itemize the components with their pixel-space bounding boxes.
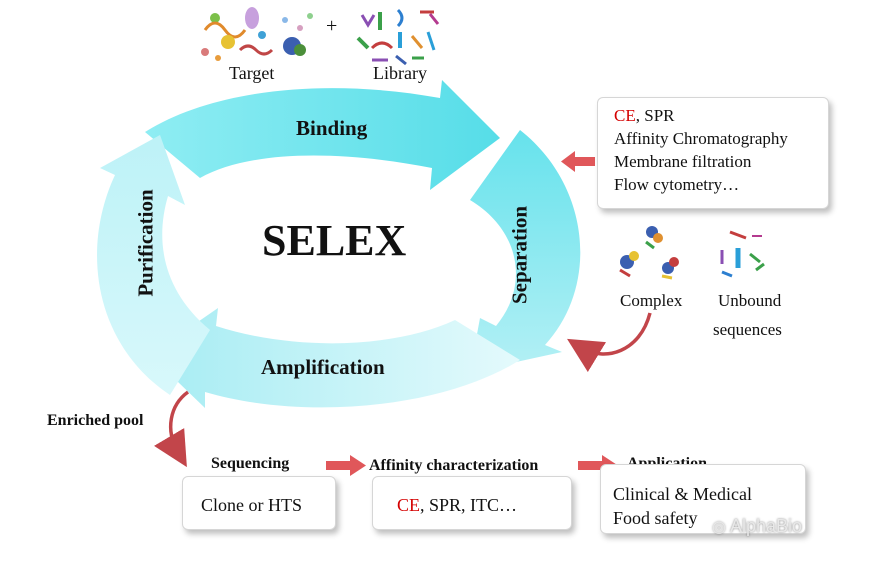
sequencing-title: Sequencing [211,455,290,472]
complex-label: Complex [620,291,683,310]
application-text-food-safety: Food safety [613,508,698,528]
binding-arrow [145,80,500,190]
binding-step-label: Binding [296,116,368,140]
affinity-characterization-box: CE, SPR, ITC… [372,476,572,530]
purification-step-label: Purification [133,189,158,297]
methods-to-separation-arrow [561,151,595,172]
unbound-sequences-icon [720,230,765,278]
application-text-clinical: Clinical & Medical [613,484,752,504]
application-box: Clinical & Medical Food safety [600,464,806,534]
target-label: Target [229,63,275,83]
separation-arrow [470,130,581,372]
complex-molecules-icon [619,226,679,280]
separation-method-flow-cytometry: Flow cytometry… [614,175,740,194]
watermark-label: AlphaBio [729,516,803,536]
amplification-step-label: Amplification [261,355,385,379]
enriched-pool-label: Enriched pool [47,412,144,429]
sequencing-text: Clone or HTS [201,495,302,515]
separation-to-complex-curve [567,312,652,373]
affinity-characterization-title: Affinity characterization [369,457,539,474]
unbound-label: Unbound [718,291,782,310]
library-molecules-icon [356,8,440,66]
affinity-characterization-text: CE, SPR, ITC… [397,495,518,515]
sequencing-box: Clone or HTS [182,476,336,530]
amplification-arrow [150,308,520,408]
separation-methods-box: CE, SPR Affinity Chromatography Membrane… [597,97,829,209]
watermark: ◎ AlphaBio [712,516,802,537]
wechat-logo-icon: ◎ [712,519,726,536]
sequencing-to-affinity-arrow [326,455,366,476]
plus-sign: + [326,15,338,37]
selex-center-label: SELEX [262,216,407,265]
enriched-pool-curve [154,390,190,468]
separation-step-label: Separation [507,205,532,305]
target-molecules-icon [201,7,313,61]
separation-method-membrane-filtration: Membrane filtration [614,152,752,171]
purification-arrow [97,135,210,395]
separation-method-affinity-chromatography: Affinity Chromatography [614,129,788,148]
sequences-label: sequences [713,320,782,339]
separation-method-ce-spr: CE, SPR [614,106,675,125]
library-label: Library [373,63,427,83]
